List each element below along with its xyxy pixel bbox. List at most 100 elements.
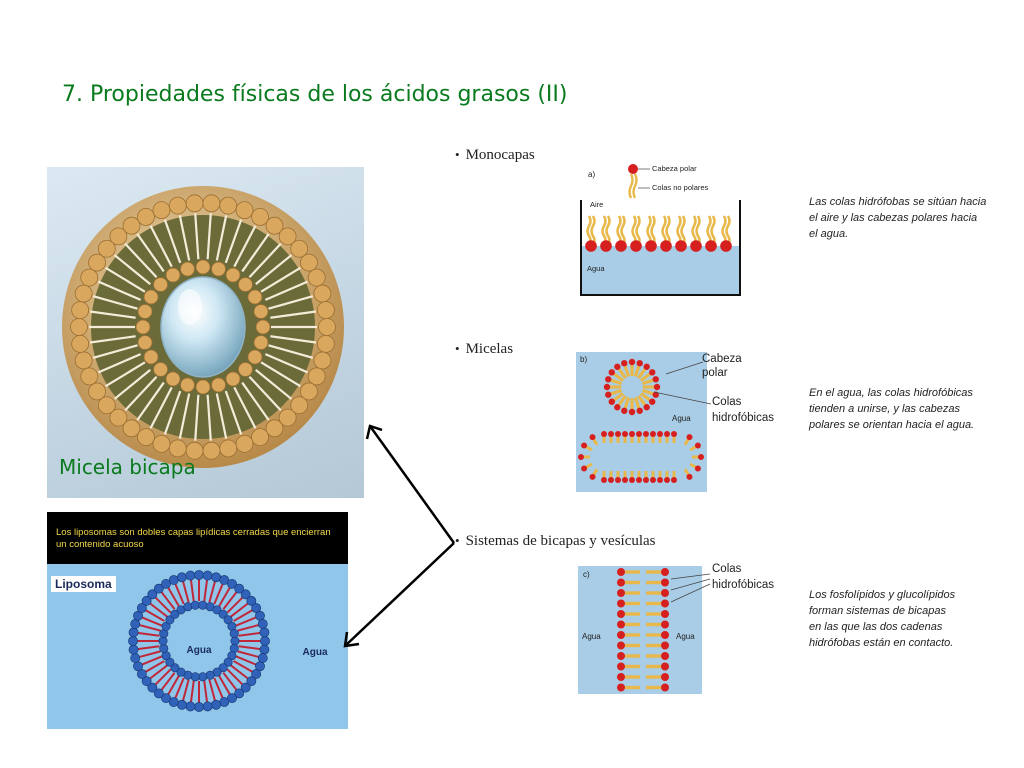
bilayer-head <box>661 662 669 671</box>
liposoma-tail <box>181 679 190 702</box>
liposoma-outer-head <box>130 619 141 629</box>
arrows-overlay <box>343 424 456 648</box>
vesicle-head <box>698 454 704 460</box>
micelle-tail <box>633 396 641 409</box>
tail-chain <box>194 213 200 260</box>
liposoma-tail <box>235 655 257 666</box>
micelle-tail <box>633 365 641 378</box>
bullet-micelas-label: Micelas <box>465 341 514 357</box>
inner-head <box>211 377 226 393</box>
tail-chain <box>248 242 282 279</box>
micelle-head <box>614 363 621 370</box>
lipid-tail <box>586 215 596 245</box>
micela-tails <box>89 213 317 441</box>
tail-chain <box>97 353 142 374</box>
liposoma-outer-head <box>194 570 204 580</box>
outer-head <box>278 408 297 427</box>
liposoma-outer-head <box>133 661 143 672</box>
outer-head <box>219 439 238 458</box>
liposoma-tail <box>237 650 260 659</box>
outer-head <box>290 396 309 415</box>
liposoma-outer-head <box>136 603 147 613</box>
micelle-tail <box>610 378 623 386</box>
outer-head <box>235 201 254 220</box>
liposoma-outer-head <box>141 595 152 606</box>
liposoma-inner-head <box>223 657 233 667</box>
micelle-lipids <box>603 358 661 416</box>
liposoma-tail <box>141 655 163 666</box>
caption-monocapas: Las colas hidrófobas se sitúan hacia el … <box>809 194 986 242</box>
vesicle-head <box>622 431 628 437</box>
inner-head <box>238 362 253 377</box>
micelle-diagram: b) Agua Cabeza polar Colas hidrofóbicas <box>576 352 774 492</box>
micelle-head <box>636 407 643 414</box>
arrow-to-liposoma-line <box>344 542 455 647</box>
vesicle-head <box>636 477 642 483</box>
tail-chain <box>178 215 191 261</box>
vesicle-head <box>601 477 607 483</box>
bilayer-head <box>617 578 625 587</box>
lipid-tail <box>721 215 731 245</box>
monolayer-diagram: a) Cabeza polar Colas no polares Aire Ag… <box>580 164 741 296</box>
liposoma-inner-head <box>158 636 168 646</box>
liposoma-illustration: Agua Agua <box>128 570 328 712</box>
outer-head <box>290 239 309 258</box>
micelle-head <box>605 376 612 383</box>
bilayer-head <box>661 578 669 587</box>
pointer-cabeza <box>665 361 704 375</box>
tail-chain <box>178 393 191 439</box>
outer-head <box>251 428 269 446</box>
inner-head <box>247 289 263 305</box>
outer-head <box>97 396 116 415</box>
liposoma-inner-head <box>218 609 228 619</box>
vesicle-head <box>694 465 701 472</box>
liposoma-inner-head <box>212 605 222 615</box>
liposoma-outer-head <box>168 575 179 585</box>
lipid-tail <box>691 215 701 245</box>
legend-head-circle <box>628 164 638 174</box>
lipid-head <box>600 240 612 252</box>
diagram-c-letter: c) <box>583 570 590 579</box>
tail-chain <box>241 233 270 273</box>
outer-head <box>80 367 99 386</box>
liposoma-tail <box>237 623 260 632</box>
liposoma-agua-outer: Agua <box>303 647 328 658</box>
liposoma-outer-head <box>147 589 158 600</box>
outer-head <box>122 216 141 235</box>
liposoma-outer-head <box>177 699 187 710</box>
liposoma-tail <box>213 677 224 699</box>
liposoma-tail <box>233 609 254 622</box>
micela-bicapa-image: Micela bicapa <box>47 167 364 498</box>
liposoma-tails <box>137 579 261 703</box>
bilayer-lipids <box>617 568 669 692</box>
vesicle-head <box>671 431 677 437</box>
liposoma-outer-head <box>211 699 221 710</box>
outer-head <box>265 216 284 235</box>
outer-head <box>318 318 336 336</box>
bullet-monocapas: •Monocapas <box>455 147 535 163</box>
inner-head <box>165 267 181 283</box>
tail-chain <box>241 381 270 421</box>
tail-chain <box>149 386 173 429</box>
micelle-head <box>643 404 650 411</box>
vesicle-tail <box>585 462 593 469</box>
tail-chain <box>113 369 151 400</box>
pointer-colas-c3 <box>670 583 711 603</box>
vesicle-tail <box>689 462 697 469</box>
inner-head <box>143 349 159 365</box>
micelle-tail <box>610 388 623 396</box>
vesicle-head <box>643 431 649 437</box>
micelle-head <box>621 360 628 367</box>
liposoma-tail <box>235 616 257 627</box>
diagram-a-letter: a) <box>588 170 595 179</box>
liposoma-outer-head <box>128 627 139 638</box>
inner-head <box>153 277 168 292</box>
tail-chain <box>92 295 138 310</box>
liposoma-tail <box>230 602 249 618</box>
micelle-head <box>605 391 612 398</box>
liposoma-tail <box>222 672 238 691</box>
micelle-tail <box>641 378 654 386</box>
vesicle-head <box>589 434 596 441</box>
tail-chain <box>113 254 151 285</box>
liposoma-tail <box>230 664 249 680</box>
